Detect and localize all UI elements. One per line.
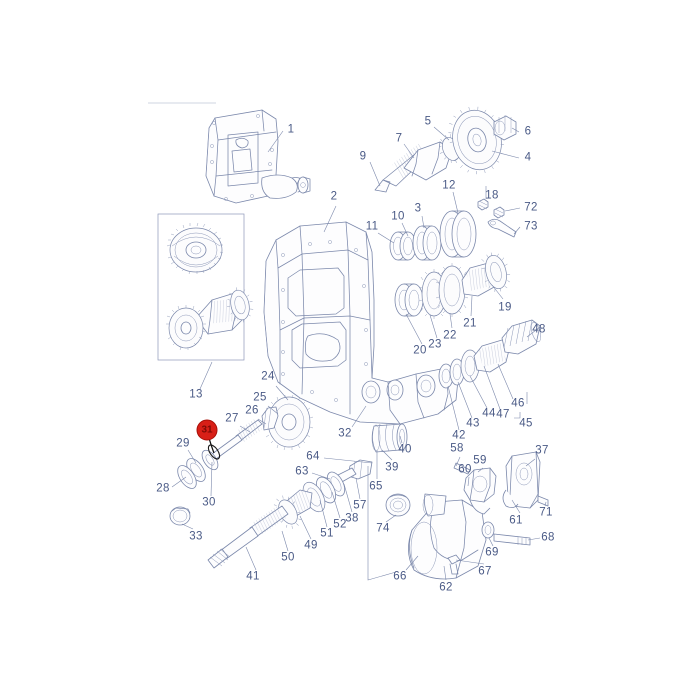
rear-housing-62 <box>408 493 531 580</box>
callout-61[interactable]: 61 <box>509 514 523 527</box>
callout-40[interactable]: 40 <box>398 443 412 456</box>
bellows-assembly-40 <box>371 423 408 453</box>
part-2-main-housing <box>263 221 459 425</box>
callout-4[interactable]: 4 <box>524 151 532 164</box>
callout-18[interactable]: 18 <box>485 189 499 202</box>
callout-26[interactable]: 26 <box>245 404 259 417</box>
callout-32[interactable]: 32 <box>338 427 352 440</box>
callout-44[interactable]: 44 <box>482 407 496 420</box>
callout-22[interactable]: 22 <box>443 329 457 342</box>
callout-25[interactable]: 25 <box>253 391 267 404</box>
callout-43[interactable]: 43 <box>466 417 480 430</box>
callout-7[interactable]: 7 <box>395 132 403 145</box>
callout-65[interactable]: 65 <box>369 480 383 493</box>
callout-63[interactable]: 63 <box>295 465 309 478</box>
bearing-stack-upper <box>389 210 477 261</box>
callout-49[interactable]: 49 <box>304 539 318 552</box>
inset-detail-box <box>157 213 254 361</box>
callout-66[interactable]: 66 <box>393 570 407 583</box>
callout-10[interactable]: 10 <box>391 210 405 223</box>
callout-19[interactable]: 19 <box>498 301 512 314</box>
callout-71[interactable]: 71 <box>539 506 553 519</box>
callout-47[interactable]: 47 <box>496 408 510 421</box>
callout-12[interactable]: 12 <box>442 179 456 192</box>
small-hardware-18-72-73 <box>477 198 517 238</box>
part-1-housing <box>205 109 311 204</box>
lower-shaft-assembly-41 <box>207 459 373 569</box>
extra-leader-lines <box>367 392 528 581</box>
callout-51[interactable]: 51 <box>320 527 334 540</box>
callout-59[interactable]: 59 <box>473 454 487 467</box>
callout-57[interactable]: 57 <box>353 499 367 512</box>
callout-50[interactable]: 50 <box>281 551 295 564</box>
callout-38[interactable]: 38 <box>345 512 359 525</box>
lower-left-shaft-assembly <box>169 394 314 526</box>
callout-23[interactable]: 23 <box>428 338 442 351</box>
callout-2[interactable]: 2 <box>330 190 338 203</box>
callout-11[interactable]: 11 <box>365 220 379 233</box>
callout-73[interactable]: 73 <box>524 220 538 233</box>
callout-74[interactable]: 74 <box>376 522 390 535</box>
callout-1[interactable]: 1 <box>287 123 295 136</box>
callout-27[interactable]: 27 <box>225 412 239 425</box>
callout-37[interactable]: 37 <box>535 444 549 457</box>
callout-39[interactable]: 39 <box>385 461 399 474</box>
callout-24[interactable]: 24 <box>261 370 275 383</box>
callout-72[interactable]: 72 <box>524 201 538 214</box>
callout-29[interactable]: 29 <box>176 437 190 450</box>
callout-28[interactable]: 28 <box>156 482 170 495</box>
top-input-shaft-assembly <box>374 106 517 193</box>
callout-3[interactable]: 3 <box>414 202 422 215</box>
callout-67[interactable]: 67 <box>478 565 492 578</box>
layshaft-assembly-19 <box>394 252 511 319</box>
callout-62[interactable]: 62 <box>439 581 453 594</box>
output-shaft-assembly-48 <box>438 319 541 389</box>
callout-41[interactable]: 41 <box>246 570 260 583</box>
inset-gear-large <box>166 222 224 275</box>
highlighted-part-number: 31 <box>201 424 213 436</box>
callout-30[interactable]: 30 <box>202 496 216 509</box>
callout-64[interactable]: 64 <box>306 450 320 463</box>
callout-69[interactable]: 69 <box>485 546 499 559</box>
callout-6[interactable]: 6 <box>524 125 532 138</box>
callout-48[interactable]: 48 <box>532 323 546 336</box>
callout-33[interactable]: 33 <box>189 530 203 543</box>
callout-45[interactable]: 45 <box>519 417 533 430</box>
callout-68[interactable]: 68 <box>541 531 555 544</box>
callout-60[interactable]: 60 <box>458 463 472 476</box>
callout-9[interactable]: 9 <box>359 150 367 163</box>
callout-20[interactable]: 20 <box>413 344 427 357</box>
callout-46[interactable]: 46 <box>511 397 525 410</box>
inset-shaft-cluster <box>166 287 254 351</box>
callout-42[interactable]: 42 <box>452 429 466 442</box>
callout-52[interactable]: 52 <box>333 518 347 531</box>
bearing-74 <box>385 493 411 517</box>
highlighted-part-marker[interactable]: 31 <box>196 419 218 441</box>
callout-58[interactable]: 58 <box>450 442 464 455</box>
callout-13[interactable]: 13 <box>189 388 203 401</box>
callout-21[interactable]: 21 <box>463 317 477 330</box>
callout-5[interactable]: 5 <box>424 115 432 128</box>
